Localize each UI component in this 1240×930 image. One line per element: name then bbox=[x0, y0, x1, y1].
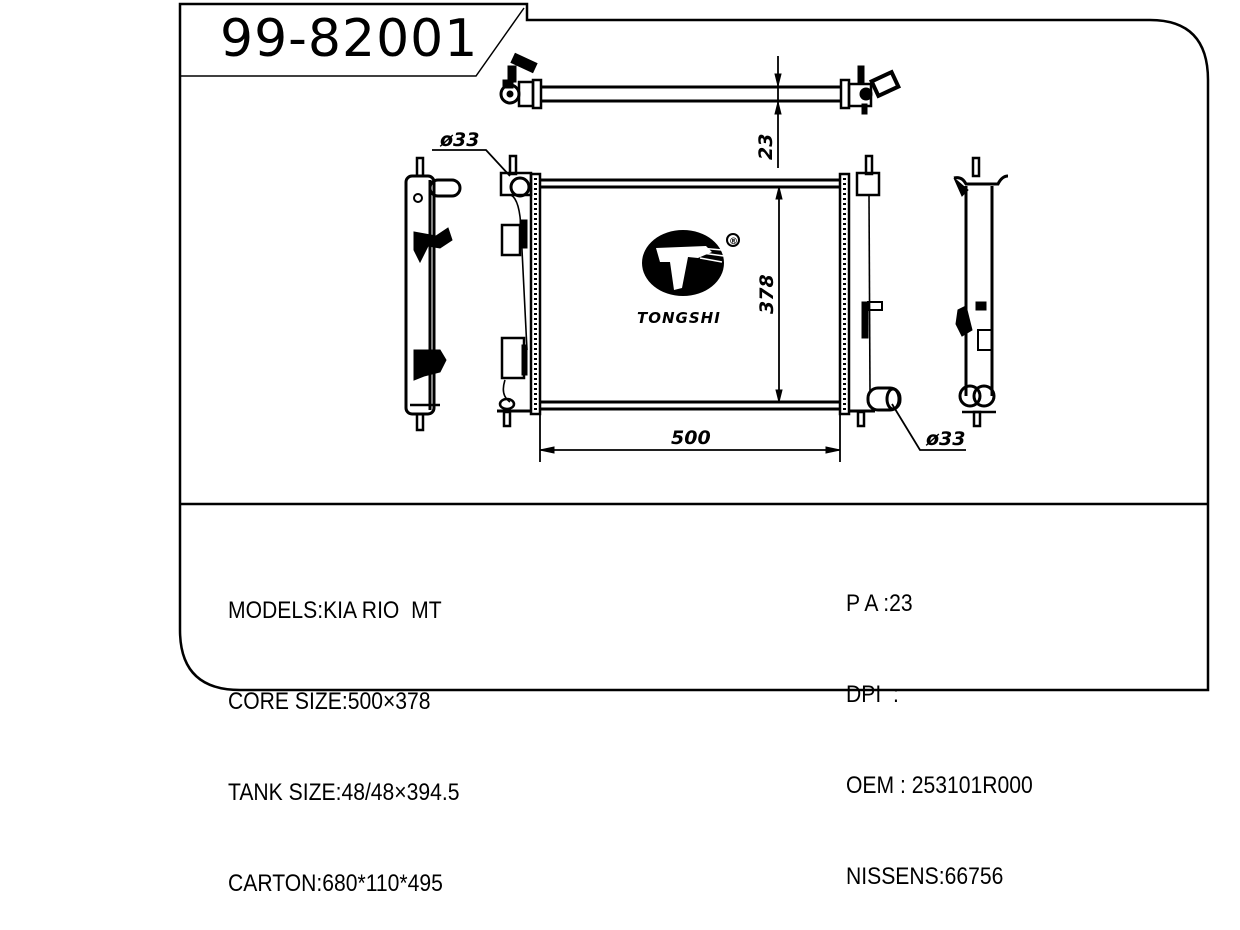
width-dimension-label: 500 bbox=[671, 427, 711, 449]
spec-value: 48/48×394.5 bbox=[341, 779, 460, 806]
right-tank-front bbox=[849, 154, 902, 428]
spec-dpi: DPI : bbox=[846, 680, 1033, 711]
specs-left: MODELS:KIA RIO MT CORE SIZE:500×378 TANK… bbox=[228, 536, 459, 930]
top-view bbox=[499, 52, 902, 115]
left-tank-front bbox=[497, 154, 533, 428]
part-number: 99-82001 bbox=[220, 9, 479, 69]
outlet-leader bbox=[891, 403, 966, 451]
spec-label: CORE SIZE bbox=[228, 688, 342, 715]
thickness-dimension-label: 23 bbox=[755, 134, 777, 160]
spec-sep: : bbox=[883, 590, 890, 617]
spec-label: NISSENS bbox=[846, 863, 939, 890]
spec-value: 680*110*495 bbox=[322, 870, 443, 897]
width-dimension bbox=[539, 410, 841, 462]
spec-value: 500×378 bbox=[347, 688, 431, 715]
spec-label: P A bbox=[846, 590, 884, 617]
spec-sep: : bbox=[341, 688, 348, 715]
spec-value: KIA RIO MT bbox=[323, 597, 442, 624]
inlet-diameter-label: ø33 bbox=[439, 129, 480, 151]
spec-label: OEM bbox=[846, 772, 900, 799]
spec-sep: : bbox=[892, 681, 899, 708]
left-side-view bbox=[404, 156, 462, 432]
spec-models: MODELS:KIA RIO MT bbox=[228, 596, 459, 627]
spec-value: 253101R000 bbox=[911, 772, 1033, 799]
spec-tank-size: TANK SIZE:48/48×394.5 bbox=[228, 778, 459, 809]
spec-label: CARTON bbox=[228, 870, 317, 897]
spec-label: DPI bbox=[846, 681, 893, 708]
spec-label: TANK SIZE bbox=[228, 779, 336, 806]
spec-pa: P A :23 bbox=[846, 589, 1033, 620]
tongshi-logo-icon bbox=[642, 230, 740, 296]
spec-oem: OEM : 253101R000 bbox=[846, 771, 1033, 802]
thickness-dimension bbox=[774, 56, 782, 168]
spec-sep: : bbox=[317, 597, 324, 624]
sheet-border bbox=[178, 2, 1210, 692]
outlet-diameter-label: ø33 bbox=[925, 428, 966, 450]
spec-sep: : bbox=[899, 772, 912, 799]
brand-logo-text: TONGSHI bbox=[637, 309, 721, 327]
specs-right: P A :23 DPI : OEM : 253101R000 NISSENS:6… bbox=[846, 529, 1033, 923]
title-tab-outline bbox=[180, 7, 525, 77]
drawing-sheet: 23 bbox=[178, 2, 1210, 692]
spec-value: 66756 bbox=[944, 863, 1004, 890]
inlet-leader bbox=[432, 149, 511, 177]
spec-nissens: NISSENS:66756 bbox=[846, 862, 1033, 893]
front-view-core bbox=[529, 172, 851, 416]
spec-label: MODELS bbox=[228, 597, 318, 624]
spec-core-size: CORE SIZE:500×378 bbox=[228, 687, 459, 718]
registered-mark: ® bbox=[729, 237, 738, 247]
right-side-view bbox=[953, 156, 1009, 428]
spec-value: 23 bbox=[889, 590, 913, 617]
height-dimension bbox=[775, 186, 783, 403]
spec-carton: CARTON:680*110*495 bbox=[228, 869, 459, 900]
height-dimension-label: 378 bbox=[756, 274, 778, 314]
